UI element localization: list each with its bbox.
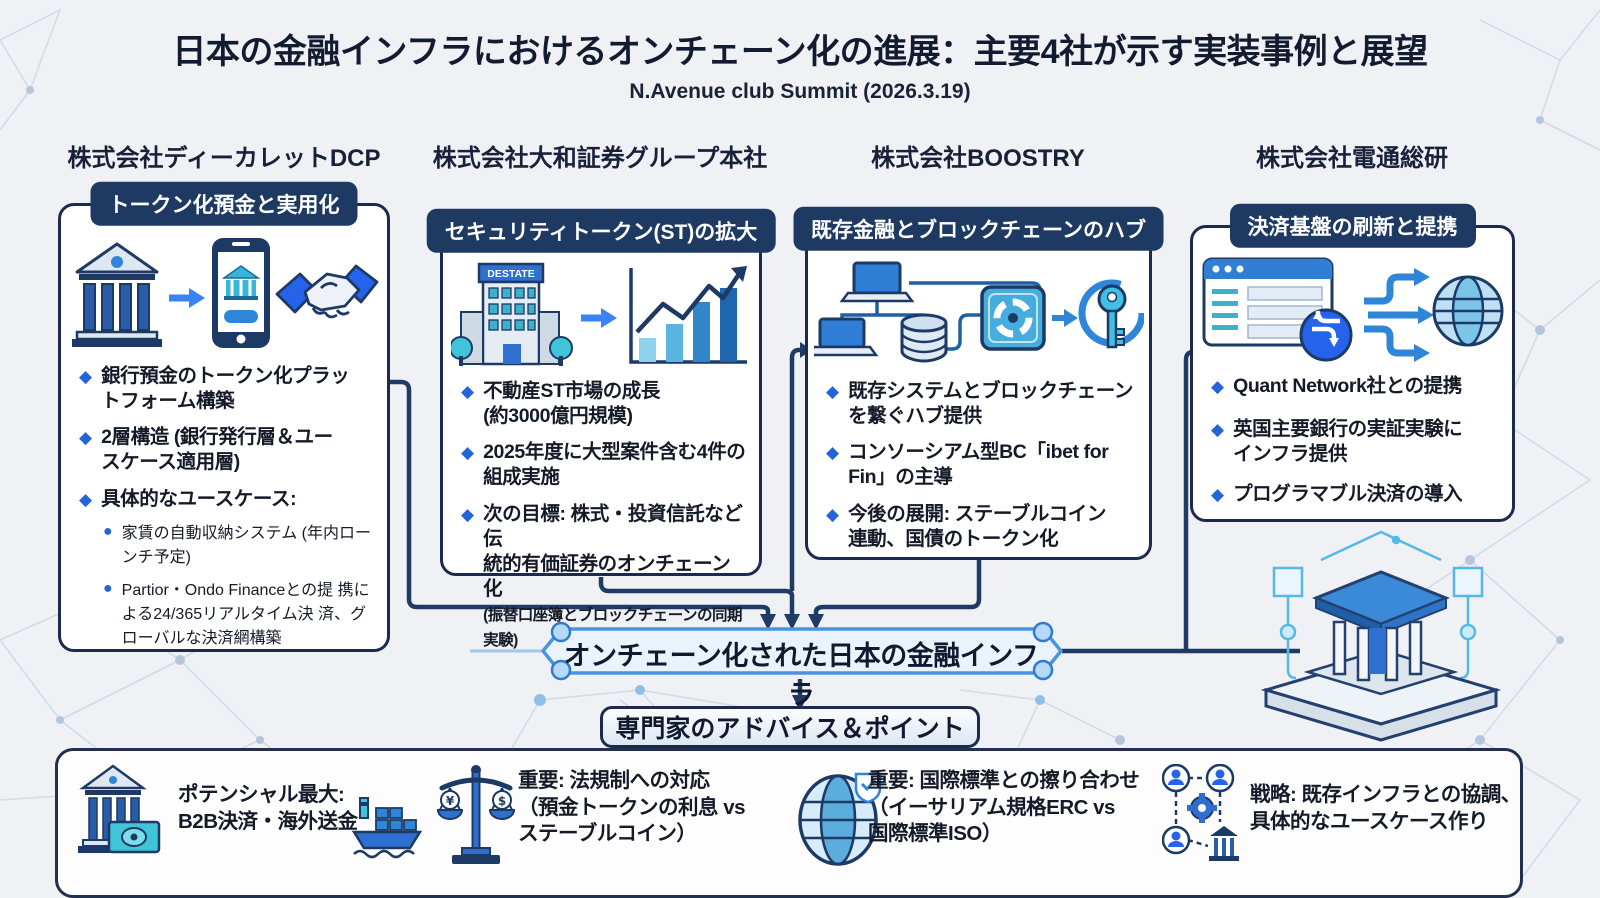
- diamond-bullet-icon: ◆: [1211, 485, 1225, 505]
- bullet-item: ◆ 次の目標: 株式・投資信託など伝 統的有価証券のオンチェーン化(振替口座簿と…: [461, 502, 749, 653]
- flow-arrows-icon: [1364, 273, 1420, 357]
- diamond-bullet-icon: ◆: [461, 382, 475, 401]
- card-daiwa-securities: セキュリティトークン(ST)の拡大 DESTATE: [426, 208, 776, 649]
- card-dentsu-soken: 決済基盤の刷新と提携: [1190, 203, 1515, 522]
- page-subtitle: N.Avenue club Summit (2026.3.19): [629, 80, 971, 103]
- handshake-icon: [275, 264, 379, 319]
- growth-chart-icon: [629, 266, 747, 364]
- bullet-item: ◆具体的なユースケース:: [79, 487, 377, 513]
- bullet-item: ◆今後の展開: ステーブルコイン 連動、国債のトークン化: [826, 502, 1139, 552]
- bullet-item: ◆プログラマブル決済の導入: [1211, 482, 1502, 508]
- hub-icons: [808, 255, 1149, 371]
- diamond-bullet-icon: ◆: [461, 443, 475, 463]
- arrow-right-icon: [1051, 309, 1078, 327]
- diamond-bullet-icon: ◆: [826, 382, 840, 401]
- bullet-item: ◆2025年度に大型案件含む4件の 組成実施: [461, 440, 749, 490]
- people-network-icon: [1161, 763, 1244, 875]
- diamond-bullet-icon: ◆: [826, 443, 840, 463]
- company-name-daiwa-securities: 株式会社大和証券グループ本社: [432, 145, 768, 172]
- svg-text:¥: ¥: [446, 794, 455, 808]
- ledger-window-icon: [1202, 257, 1334, 347]
- card-decurret-dcp: トークン化預金と実用化: [58, 181, 390, 652]
- card-badge: セキュリティトークン(ST)の拡大: [426, 208, 776, 253]
- bullet-list: ◆不動産ST市場の成長 (約3000億円規模) ◆2025年度に大型案件含む4件…: [461, 379, 749, 663]
- key-icon: [1078, 279, 1144, 349]
- globe-icon: [1432, 275, 1504, 347]
- settlement-icons: [1193, 252, 1512, 364]
- advice-item-text: 戦略: 既存インフラとの協調、 具体的なユースケース作り: [1250, 783, 1521, 833]
- company-name-dentsu-soken: 株式会社電通総研: [1256, 145, 1448, 172]
- advice-item-text: 重要: 国際標準との擦り合わせ （イーサリアム規格ERC vs 国際標準ISO）: [868, 769, 1140, 846]
- diamond-bullet-icon: ◆: [1211, 420, 1225, 439]
- bank-banknote-icon: [75, 762, 161, 877]
- bullet-item: ◆銀行預金のトークン化プラッ トフォーム構築: [79, 364, 377, 414]
- company-name-boostry: 株式会社BOOSTRY: [871, 145, 1085, 172]
- bullet-list: ◆既存システムとブロックチェーン を繋ぐハブ提供 ◆コンソーシアム型BC「ibe…: [826, 379, 1139, 563]
- isometric-bank-illustration: [1260, 530, 1502, 742]
- page-title: 日本の金融インフラにおけるオンチェーン化の進展：主要4社が示す実装事例と展望: [172, 33, 1428, 71]
- card-boostry: 既存金融とブロックチェーンのハブ: [793, 206, 1164, 563]
- mini-bank-icon: [1209, 826, 1239, 861]
- destate-building-icon: DESTATE: [451, 262, 573, 366]
- svg-text:$: $: [498, 794, 506, 808]
- company-name-decurret-dcp: 株式会社ディーカレットDCP: [67, 145, 381, 172]
- diamond-bullet-icon: ◆: [79, 428, 93, 448]
- onchain-banner-label: オンチェーン化された日本の金融インフラ: [563, 641, 1039, 710]
- network-computers-icon: [813, 261, 914, 357]
- diamond-bullet-icon: ◆: [826, 504, 840, 524]
- card-badge: トークン化預金と実用化: [90, 181, 358, 226]
- bullet-item: ◆コンソーシアム型BC「ibet for Fin」の主導: [826, 440, 1139, 490]
- sub-bullet-item: ●Partior・Ondo Financeとの提 携による24/365リアルタイ…: [103, 576, 377, 648]
- diamond-bullet-icon: ◆: [79, 367, 93, 386]
- card-badge: 決済基盤の刷新と提携: [1229, 203, 1476, 248]
- diamond-bullet-icon: ◆: [1211, 377, 1225, 396]
- smartphone-bank-icon: [212, 238, 270, 348]
- diamond-bullet-icon: ◆: [461, 504, 475, 524]
- bullet-list: ◆Quant Network社との提携 ◆英国主要銀行の実証実験に インフラ提供…: [1211, 374, 1502, 519]
- bullet-item: ◆Quant Network社との提携: [1211, 374, 1502, 400]
- advice-item-text: 重要: 法規制への対応 （預金トークンの利息 vs ステーブルコイン）: [518, 769, 746, 846]
- bullet-note: (振替口座簿とブロックチェーンの同期実験): [483, 607, 742, 650]
- arrow-right-icon: [169, 288, 205, 308]
- sub-bullet-item: ●家賃の自動収納システム (年内ローンチ予定): [103, 519, 377, 567]
- bullet-list: ◆銀行預金のトークン化プラッ トフォーム構築 ◆2層構造 (銀行発行層＆ユー ス…: [79, 364, 377, 657]
- bank-icon: [72, 242, 162, 347]
- bullet-item: ◆2層構造 (銀行発行層＆ユー スケース適用層): [79, 425, 377, 475]
- transfer-arrows-icon: [1299, 308, 1353, 362]
- hub-box-icon: [979, 285, 1046, 351]
- scales-icon: ¥ $: [436, 762, 516, 877]
- advice-header: 専門家のアドバイス＆ポイント: [600, 706, 980, 748]
- card-badge: 既存金融とブロックチェーンのハブ: [793, 206, 1164, 251]
- diamond-bullet-icon: ◆: [79, 489, 93, 509]
- dot-bullet-icon: ●: [103, 579, 113, 597]
- gear-icon: [1187, 793, 1217, 823]
- svg-text:DESTATE: DESTATE: [487, 268, 534, 280]
- database-icon: [900, 313, 947, 363]
- security-token-icons: DESTATE: [443, 259, 759, 371]
- arrow-right-icon: [581, 308, 617, 328]
- bullet-item: ◆英国主要銀行の実証実験に インフラ提供: [1211, 417, 1502, 467]
- bullet-item: ◆不動産ST市場の成長 (約3000億円規模): [461, 379, 749, 429]
- advice-item-text: ポテンシャル最大: B2B決済・海外送金: [178, 783, 358, 833]
- bullet-item: ◆既存システムとブロックチェーン を繋ぐハブ提供: [826, 379, 1139, 429]
- advice-panel: [55, 748, 1523, 898]
- tokenized-deposit-icons: [61, 234, 387, 352]
- cargo-ship-icon: [351, 790, 424, 865]
- globe-shield-icon: [796, 768, 888, 873]
- dot-bullet-icon: ●: [103, 522, 113, 540]
